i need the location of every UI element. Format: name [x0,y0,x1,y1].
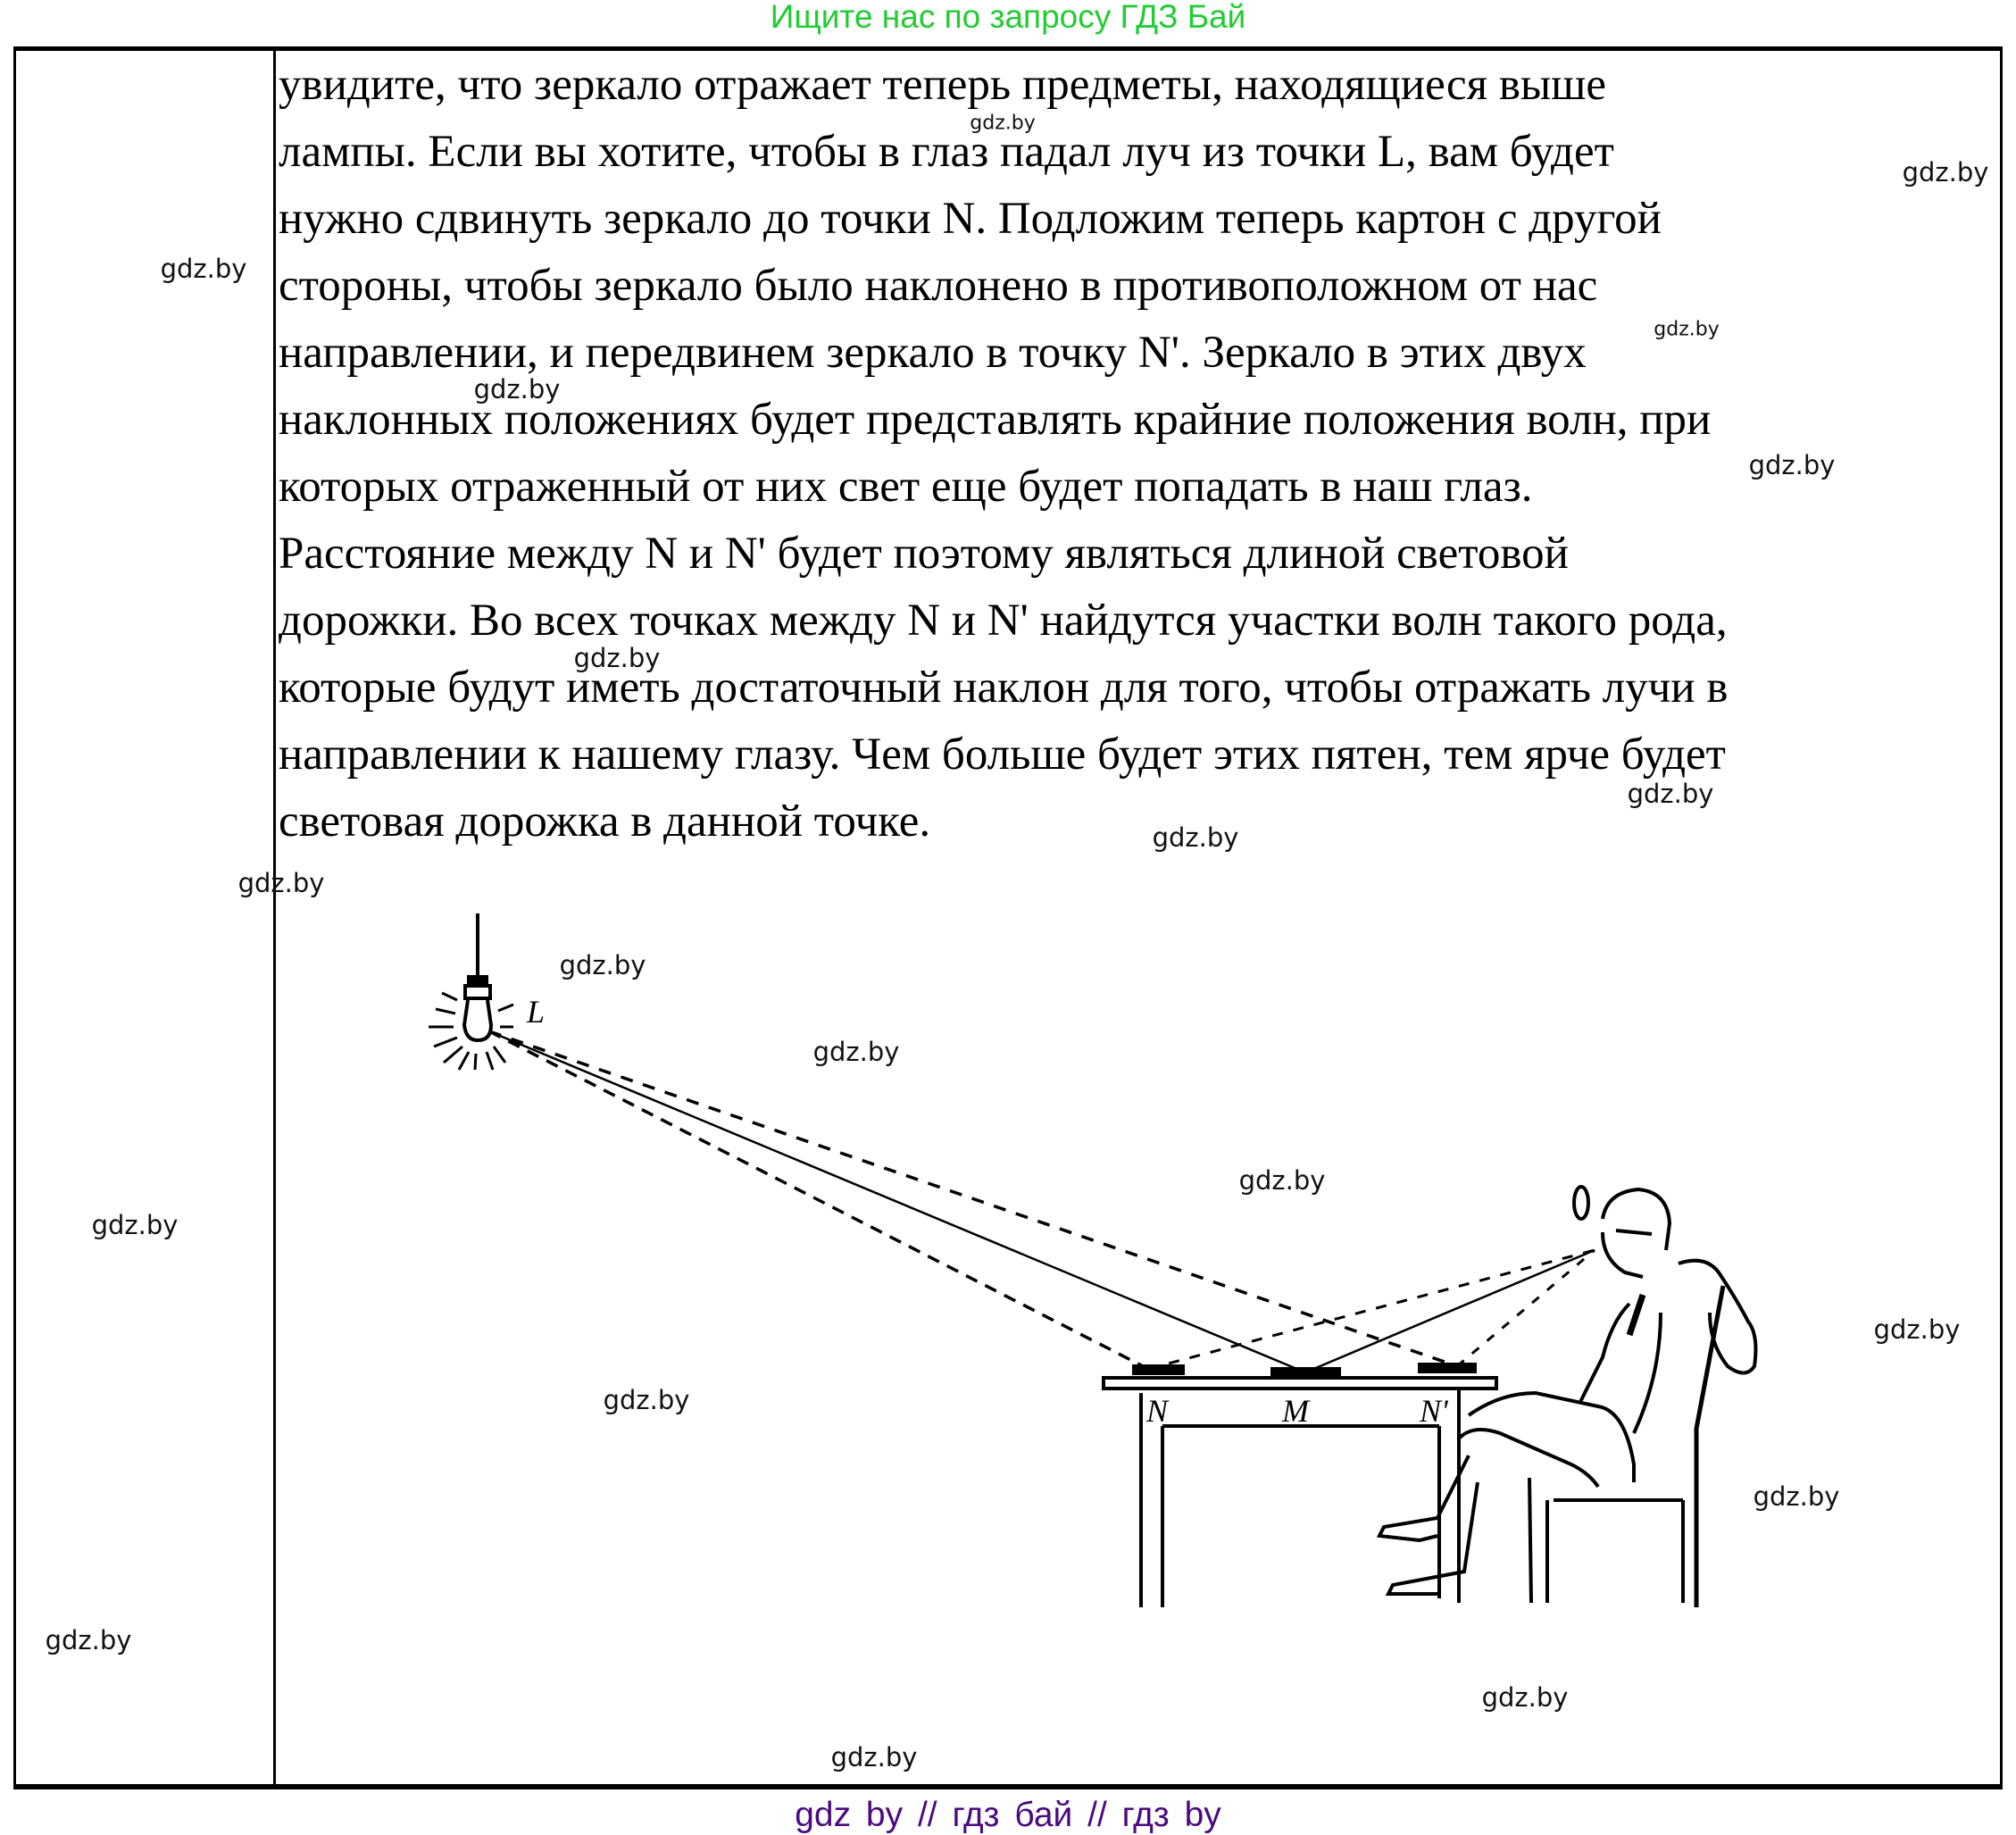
text-line: которые будут иметь достаточный наклон д… [279,663,1729,713]
watermark: gdz.by [573,643,661,673]
label-mirror-n: N [1145,1393,1170,1429]
content-table [13,46,2003,1789]
watermark: gdz.by [970,112,1036,135]
watermark: gdz.by [160,254,247,284]
text-line: направлении к нашему глазу. Чем больше б… [279,730,1726,780]
text-line: лампы. Если вы хотите, чтобы в глаз пада… [279,127,1614,177]
watermark: gdz.by [45,1625,132,1656]
watermark: gdz.by [237,868,325,898]
text-line: нужно сдвинуть зеркало до точки N. Подло… [279,194,1662,244]
watermark: gdz.by [1238,1165,1326,1196]
header-banner: Ищите нас по запросу ГДЗ Бай [770,0,1246,35]
text-line: стороны, чтобы зеркало было наклонено в … [279,261,1598,311]
footer-banner: gdz by // гдз бай // гдз by [795,1796,1221,1834]
watermark: gdz.by [1481,1682,1569,1713]
chair-icon [1528,1285,1726,1607]
text-line: наклонных положениях будет представлять … [279,395,1712,445]
watermark: gdz.by [1654,318,1720,341]
text-line: которых отраженный от них свет еще будет… [279,462,1533,512]
text-line: Расстояние между N и N' будет поэтому яв… [279,529,1569,579]
label-mirror-m: M [1281,1393,1311,1429]
watermark: gdz.by [1748,450,1836,480]
body-text: увидите, что зеркало отражает теперь пре… [279,52,1975,855]
watermark: gdz.by [1873,1314,1961,1345]
text-line: направлении, и передвинем зеркало в точк… [279,328,1587,378]
watermark: gdz.by [603,1385,690,1415]
label-lamp: L [526,994,545,1030]
watermark: gdz.by [1902,157,1989,188]
watermark: gdz.by [812,1037,900,1067]
incident-rays [488,1030,1458,1374]
seated-person-icon [1376,1185,1758,1596]
reflected-rays [1147,1248,1595,1374]
text-line: увидите, что зеркало отражает теперь пре… [279,60,1607,110]
watermark: gdz.by [559,950,646,980]
table-icon [1102,1363,1498,1607]
watermark: gdz.by [1152,822,1239,853]
text-line: дорожки. Во всех точках между N и N' най… [279,596,1728,646]
watermark: gdz.by [1627,779,1714,809]
watermark: gdz.by [91,1210,179,1240]
light-bulb-icon [429,913,514,1071]
label-mirror-n-prime: N' [1419,1393,1449,1429]
watermark: gdz.by [830,1742,918,1772]
column-divider [273,51,276,1784]
watermark: gdz.by [1753,1481,1840,1512]
text-line: световая дорожка в данной точке. [279,797,931,847]
watermark: gdz.by [473,374,561,405]
